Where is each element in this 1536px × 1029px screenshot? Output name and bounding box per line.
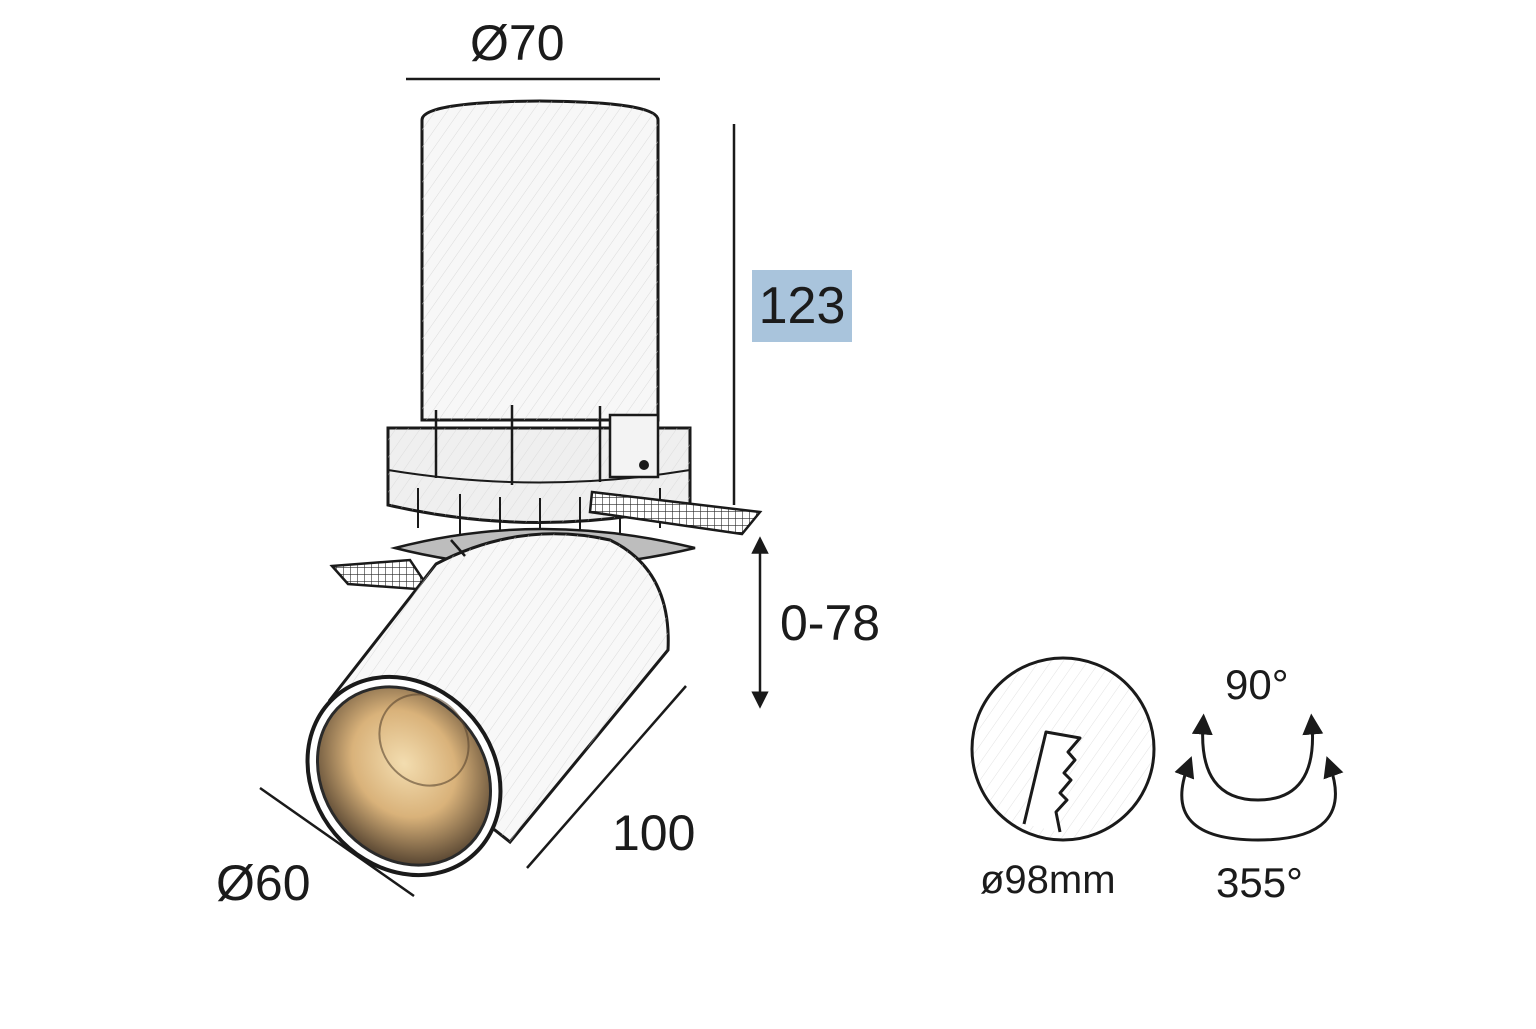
nozzle-diameter-label: Ø60 [216,855,311,911]
rotate-arc-icon [1174,756,1344,842]
tilt-angle-label: 90° [1225,661,1289,708]
housing-cylinder [420,99,660,422]
extension-range-label: 0-78 [780,595,881,651]
nozzle-diameter-line [259,786,415,898]
body-height-label: 123 [752,270,852,342]
rotation-angle-label: 355° [1216,859,1303,906]
nozzle-length-label: 100 [612,805,696,861]
saw-blade-icon [970,656,1156,842]
cutout-label: ø98mm [980,858,1116,902]
lamp-opening [305,674,503,878]
top-diameter-label: Ø70 [470,15,565,71]
spring-clips [329,490,763,592]
tilt-arc-icon [1191,713,1324,802]
length-dimension-line [526,685,687,869]
